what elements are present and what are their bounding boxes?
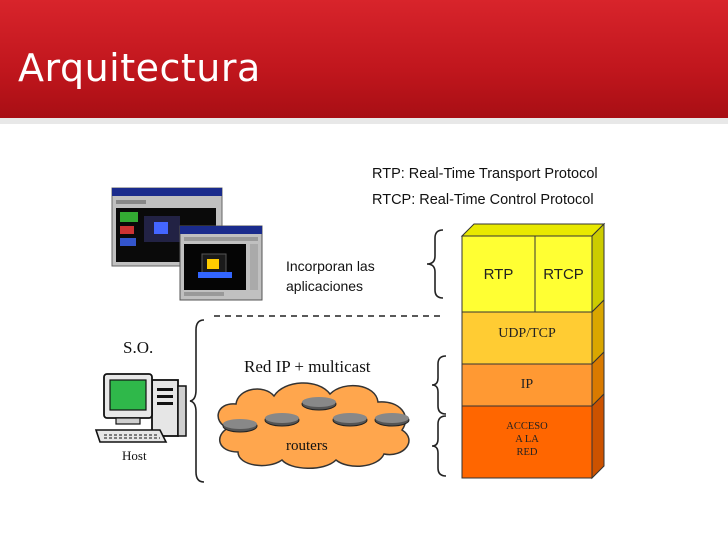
rtcp-definition: RTCP: Real-Time Control Protocol (372, 192, 594, 208)
host-brace (188, 318, 206, 484)
apps-label-line2: aplicaciones (286, 278, 363, 294)
network-cloud (208, 376, 418, 472)
ip-layer-label: IP (521, 377, 533, 393)
apps-label-line1: Incorporan las (286, 258, 375, 274)
host-computer-icon (94, 372, 192, 448)
access-layer-line1: ACCESO (506, 420, 547, 433)
os-label: S.O. (123, 338, 153, 358)
slide-title: Arquitectura (18, 46, 261, 90)
network-brace-lower (430, 414, 448, 478)
apps-brace (425, 228, 445, 300)
rtcp-layer-label: RTCP (543, 266, 584, 283)
rtp-layer: RTP (462, 236, 535, 312)
network-brace-upper (430, 354, 448, 416)
udp-tcp-layer: UDP/TCP (462, 312, 592, 364)
dashed-separator (214, 314, 440, 318)
udp-tcp-layer-label: UDP/TCP (498, 326, 556, 342)
cloud-label: routers (286, 438, 328, 455)
access-layer: ACCESO A LA RED (462, 406, 592, 478)
host-label: Host (122, 448, 147, 464)
access-layer-line3: RED (517, 446, 538, 459)
rtp-definition: RTP: Real-Time Transport Protocol (372, 166, 598, 182)
ip-layer: IP (462, 364, 592, 406)
network-label: Red IP + multicast (244, 357, 371, 377)
header-divider (0, 118, 728, 124)
rtcp-layer: RTCP (535, 236, 592, 312)
access-layer-line2: A LA (515, 433, 539, 446)
application-windows-image (110, 182, 270, 302)
rtp-layer-label: RTP (484, 266, 514, 283)
